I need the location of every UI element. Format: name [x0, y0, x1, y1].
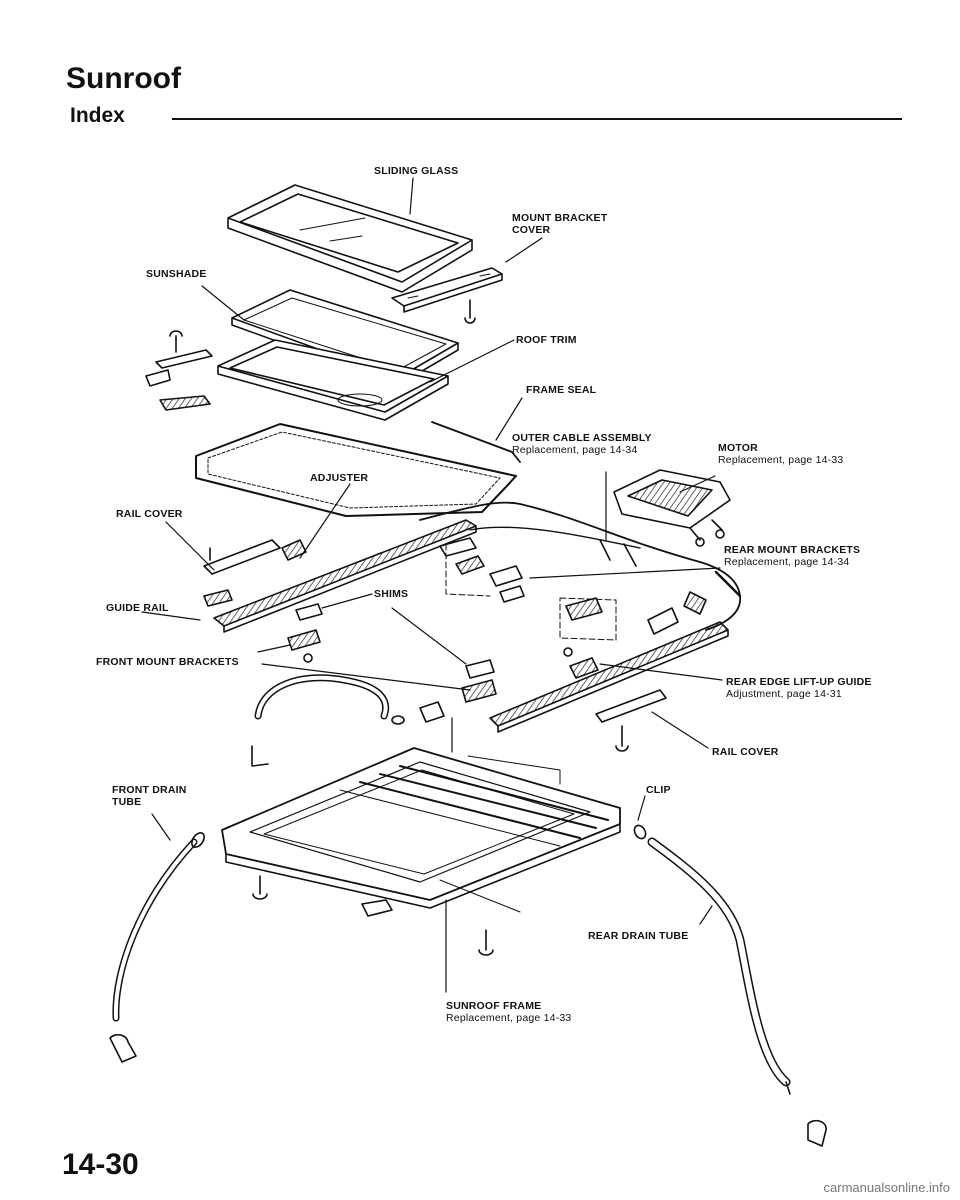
footer-watermark: carmanualsonline.info	[823, 1180, 950, 1195]
sliding-glass-part	[227, 184, 473, 293]
rear-mount-brackets-part	[439, 537, 707, 641]
label-rear-mount-brackets-ref: Replacement, page 14-34	[724, 556, 850, 568]
rail-cover-left-part	[203, 539, 307, 575]
motor-part	[613, 469, 731, 547]
label-front-drain-tube-line1: FRONT DRAIN	[112, 784, 187, 796]
label-mount-bracket-cover: MOUNT BRACKET COVER	[512, 212, 607, 236]
label-rear-mount-brackets: REAR MOUNT BRACKETS Replacement, page 14…	[724, 544, 860, 568]
page-title: Sunroof	[66, 62, 181, 95]
section-subtitle: Index	[70, 104, 125, 127]
label-motor: MOTOR Replacement, page 14-33	[718, 442, 843, 466]
outer-cable-assembly-part	[419, 501, 742, 631]
label-sunroof-frame-title: SUNROOF FRAME	[446, 1000, 542, 1012]
label-guide-rail: GUIDE RAIL	[106, 602, 169, 614]
label-shims: SHIMS	[374, 588, 409, 600]
header-rule	[172, 118, 902, 120]
label-rail-cover-left: RAIL COVER	[116, 508, 183, 520]
label-outer-cable-assembly: OUTER CABLE ASSEMBLY Replacement, page 1…	[512, 432, 652, 456]
label-rear-edge-lift-up-guide: REAR EDGE LIFT-UP GUIDE Adjustment, page…	[726, 676, 872, 700]
leader-lines	[141, 177, 723, 993]
label-sunshade: SUNSHADE	[146, 268, 207, 280]
label-motor-ref: Replacement, page 14-33	[718, 454, 844, 466]
label-sunroof-frame-ref: Replacement, page 14-33	[446, 1012, 572, 1024]
rail-cover-right-part	[595, 689, 667, 752]
label-sliding-glass: SLIDING GLASS	[374, 165, 459, 177]
label-rail-cover-right: RAIL COVER	[712, 746, 779, 758]
label-front-drain-tube-line2: TUBE	[112, 796, 142, 808]
page-number: 14-30	[62, 1148, 139, 1181]
label-rear-edge-lift-up-guide-title: REAR EDGE LIFT-UP GUIDE	[726, 676, 872, 688]
front-mount-brackets-part	[391, 659, 497, 725]
label-frame-seal: FRAME SEAL	[526, 384, 597, 396]
label-motor-title: MOTOR	[718, 442, 758, 454]
frame-seal-part	[195, 421, 521, 517]
label-roof-trim: ROOF TRIM	[516, 334, 577, 346]
label-outer-cable-assembly-title: OUTER CABLE ASSEMBLY	[512, 432, 652, 444]
label-rear-mount-brackets-title: REAR MOUNT BRACKETS	[724, 544, 861, 556]
sunroof-frame-part	[221, 747, 621, 917]
label-mount-bracket-cover-line1: MOUNT BRACKET	[512, 212, 608, 224]
guide-rail-part	[203, 519, 477, 633]
label-sunroof-frame: SUNROOF FRAME Replacement, page 14-33	[446, 1000, 571, 1024]
right-guide-rail-part	[489, 621, 729, 733]
roof-trim-brackets	[145, 330, 213, 411]
label-front-drain-tube: FRONT DRAIN TUBE	[112, 784, 187, 808]
mount-bracket-cover-part	[391, 267, 503, 324]
label-outer-cable-assembly-ref: Replacement, page 14-34	[512, 444, 638, 456]
label-rear-edge-lift-up-guide-ref: Adjustment, page 14-31	[726, 688, 842, 700]
frame-bolts	[109, 875, 494, 1063]
label-adjuster: ADJUSTER	[310, 472, 369, 484]
rear-drain-tube-part	[633, 824, 827, 1147]
label-rear-drain-tube: REAR DRAIN TUBE	[588, 930, 689, 942]
roof-trim-part	[217, 339, 449, 421]
label-front-mount-brackets: FRONT MOUNT BRACKETS	[96, 656, 239, 668]
front-drain-tube-part	[112, 832, 205, 1022]
label-clip: CLIP	[646, 784, 671, 796]
front-drain-hose-part	[251, 674, 390, 767]
label-mount-bracket-cover-line2: COVER	[512, 224, 551, 236]
shims-part	[287, 603, 323, 663]
